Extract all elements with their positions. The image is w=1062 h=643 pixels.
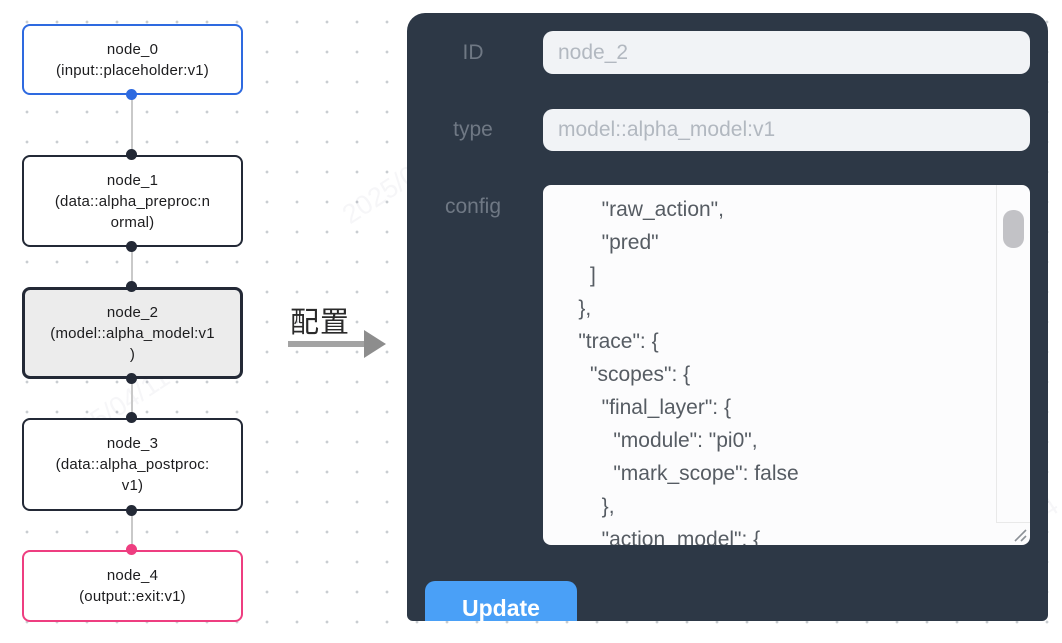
id-field-label: ID (462, 41, 484, 64)
edge-node0-node1 (131, 95, 133, 155)
flow-node-node_3[interactable]: node_3 (data::alpha_postproc: v1) (22, 418, 243, 511)
node-label-line: node_2 (106, 303, 159, 321)
edge-node3-node4 (131, 511, 133, 550)
node-label-line: (model::alpha_model:v1 (50, 324, 215, 342)
id-input[interactable] (543, 31, 1030, 74)
config-textarea[interactable]: "raw_action", "pred" ] }, "trace": { "sc… (543, 185, 1030, 545)
config-json-text: "raw_action", "pred" ] }, "trace": { "sc… (555, 198, 799, 545)
input-port-node_2[interactable] (126, 281, 137, 292)
node-config-panel: ID type config "raw_action", "pred" ] },… (407, 13, 1048, 621)
resize-handle-icon[interactable] (1011, 526, 1027, 542)
input-port-node_1[interactable] (126, 149, 137, 160)
type-field-label: type (453, 118, 493, 141)
right-arrow-icon (288, 341, 366, 347)
output-port-node_3[interactable] (126, 505, 137, 516)
input-port-node_3[interactable] (126, 412, 137, 423)
flow-node-node_4[interactable]: node_4 (output::exit:v1) (22, 550, 243, 622)
node-label-line: node_3 (106, 435, 159, 452)
node-label-line: (output::exit:v1) (79, 588, 186, 605)
scrollbar-corner-border (996, 522, 1030, 523)
node-label-line: v1) (121, 477, 144, 494)
node-label-line: node_4 (106, 567, 159, 584)
flow-node-node_0[interactable]: node_0 (input::placeholder:v1) (22, 24, 243, 95)
node-label-line: ormal) (110, 213, 155, 231)
type-input[interactable] (543, 109, 1030, 151)
node-label-line: node_0 (106, 40, 159, 58)
node-label-line: (data::alpha_postproc: (55, 456, 210, 473)
flow-node-node_1[interactable]: node_1 (data::alpha_preproc:n ormal) (22, 155, 243, 247)
node-label-line: node_1 (106, 171, 159, 189)
scrollbar-thumb[interactable] (1003, 210, 1024, 248)
output-port-node_0[interactable] (126, 89, 137, 100)
right-arrow-icon (364, 330, 386, 358)
config-field-label: config (444, 195, 502, 218)
output-port-node_2[interactable] (126, 373, 137, 384)
flow-node-node_2[interactable]: node_2 (model::alpha_model:v1 ) (22, 287, 243, 379)
output-port-node_1[interactable] (126, 241, 137, 252)
node-label-line: (data::alpha_preproc:n (54, 192, 211, 210)
update-button[interactable]: Update (425, 581, 577, 621)
scrollbar-track-border (996, 185, 997, 523)
input-port-node_4[interactable] (126, 544, 137, 555)
node-label-line: ) (129, 345, 136, 363)
edge-node1-node2 (131, 247, 133, 287)
node-label-line: (input::placeholder:v1) (55, 61, 210, 79)
edge-node2-node3 (131, 379, 133, 418)
config-annotation-label: 配置 (290, 307, 351, 339)
